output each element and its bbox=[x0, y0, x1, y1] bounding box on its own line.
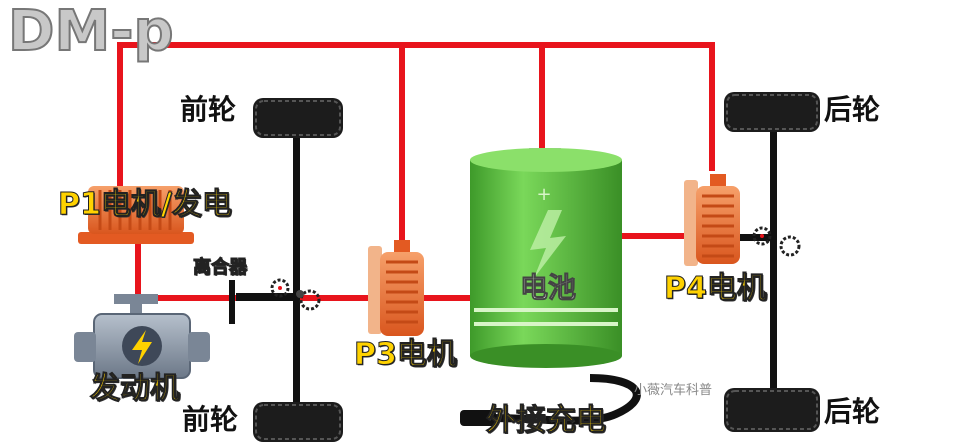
rear-top-tire-icon bbox=[724, 92, 820, 132]
battery-label: 电池 bbox=[519, 271, 577, 304]
engine-icon bbox=[74, 294, 210, 379]
rear-bottom-tire-icon bbox=[724, 388, 820, 432]
p3-motor-icon bbox=[368, 240, 424, 336]
external-charging-label: 外接充电 bbox=[486, 403, 607, 438]
clutch-icon bbox=[229, 280, 235, 324]
engine-shaft bbox=[236, 293, 300, 301]
p3-motor-label: P3电机 bbox=[354, 337, 458, 372]
p1-motor-icon bbox=[78, 186, 194, 244]
rear-gear-icon bbox=[752, 226, 801, 257]
clutch-label: 离合器 bbox=[193, 257, 248, 278]
diagram-title: DM-p bbox=[7, 0, 175, 64]
p4-motor-label: P4电机 bbox=[664, 271, 768, 306]
charging-cable-icon bbox=[460, 374, 641, 426]
front-wheel-bottom-label: 前轮 bbox=[182, 403, 239, 436]
rear-wheel-top-label: 后轮 bbox=[824, 93, 881, 126]
battery-icon: + bbox=[470, 148, 622, 368]
svg-text:+: + bbox=[536, 184, 551, 205]
hv-wiring bbox=[117, 42, 715, 301]
engine-label: 发动机 bbox=[90, 371, 181, 406]
rear-wheel-bottom-label: 后轮 bbox=[824, 395, 881, 428]
p4-motor-icon bbox=[684, 174, 740, 266]
rear-axle bbox=[740, 128, 777, 396]
front-wheel-top-label: 前轮 bbox=[180, 93, 237, 126]
front-top-tire-icon bbox=[253, 98, 343, 138]
watermark: 小薇汽车科普 bbox=[634, 383, 713, 398]
p1-motor-label: P1电机/发电 bbox=[58, 187, 233, 222]
front-gear-icon bbox=[270, 278, 321, 311]
front-axle bbox=[236, 130, 300, 406]
front-bottom-tire-icon bbox=[253, 402, 343, 442]
